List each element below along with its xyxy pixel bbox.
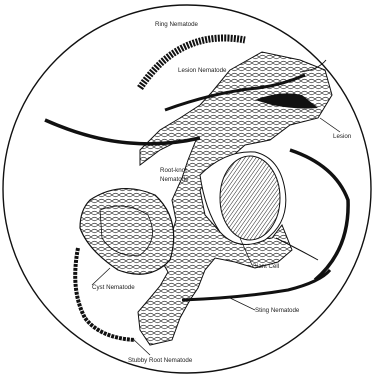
label-giant-cell: Giant Cell [252, 263, 279, 270]
label-stubby-root-nematode: Stubby Root Nematode [128, 357, 193, 364]
label-ring-nematode: Ring Nematode [155, 21, 199, 28]
label-lesion-nematode: Lesion Nematode [178, 67, 227, 74]
label-root-knot-line-2: Nematode [160, 176, 189, 183]
label-root-knot-line-1: Root-knot [160, 167, 187, 174]
giant-cell [220, 156, 280, 240]
label-cyst-nematode: Cyst Nematode [92, 284, 135, 291]
label-lesion: Lesion [333, 133, 352, 140]
label-sting-nematode: Sting Nematode [255, 307, 300, 314]
